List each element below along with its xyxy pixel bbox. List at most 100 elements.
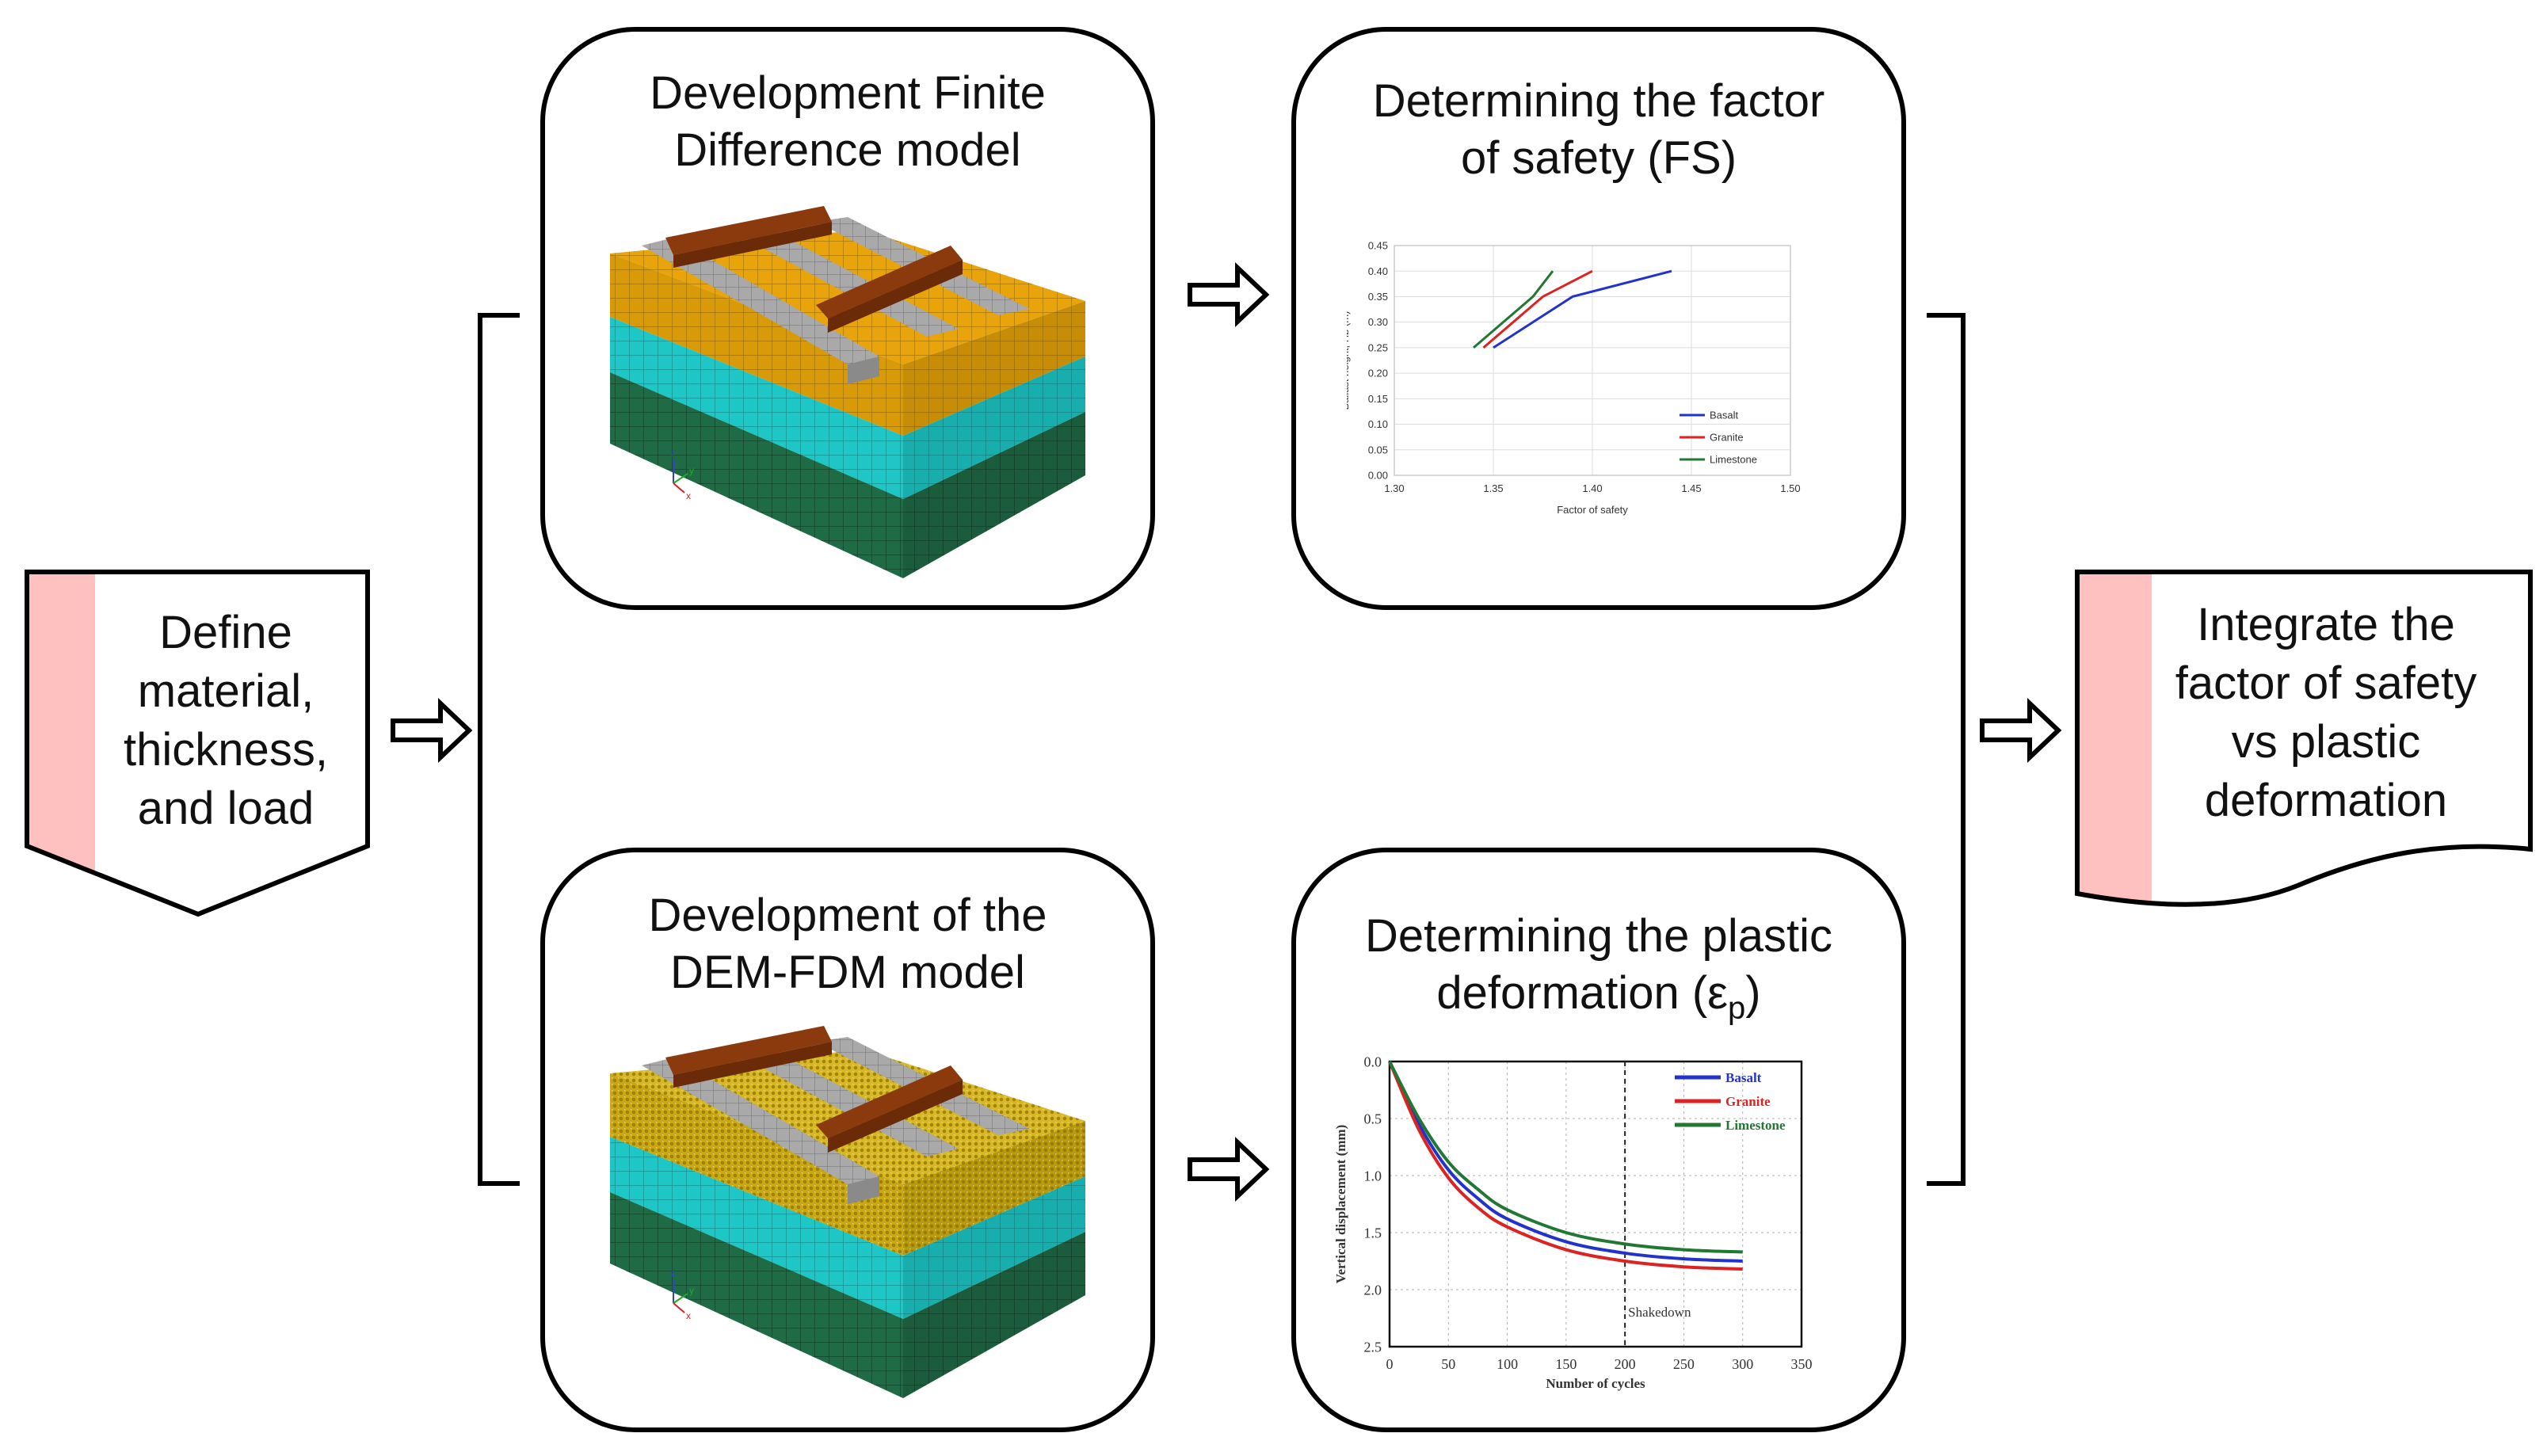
arrow-fdm-to-fs <box>1190 268 1266 322</box>
x-tick-label: 100 <box>1497 1356 1518 1372</box>
series-line-basalt <box>1493 269 1672 349</box>
output-box-text: Integrate the factor of safety vs plasti… <box>2152 596 2500 830</box>
demfdm-title-line-2: DEM-FDM model <box>670 947 1025 998</box>
y-tick-label: 0.5 <box>1364 1111 1382 1126</box>
pd-title-suffix: ) <box>1745 967 1761 1019</box>
x-tick-label: 1.50 <box>1780 482 1800 494</box>
fs-title-line-2: of safety (FS) <box>1460 132 1737 184</box>
y-tick-label: 0.10 <box>1368 418 1388 430</box>
x-tick-label: 1.30 <box>1384 482 1404 494</box>
arrow-input-to-bracket <box>393 703 469 757</box>
x-tick-label: 150 <box>1555 1356 1577 1372</box>
pd-title-prefix: deformation (ε <box>1436 967 1728 1019</box>
y-tick-label: 0.0 <box>1364 1054 1382 1069</box>
legend-label: Basalt <box>1710 410 1739 421</box>
x-axis-label: Factor of safety <box>1557 504 1628 516</box>
y-tick-label: 0.15 <box>1368 393 1388 405</box>
demfdm-axis-y: y <box>689 1285 694 1296</box>
output-line-1: Integrate the <box>2197 599 2455 650</box>
series-line-limestone <box>1473 270 1554 349</box>
demfdm-sleeper-1 <box>665 1026 832 1075</box>
series-line-basalt <box>1388 1061 1743 1263</box>
x-tick-label: 0 <box>1386 1356 1394 1372</box>
input-box-outline <box>25 570 370 917</box>
output-line-2: factor of safety <box>2175 657 2477 709</box>
fdm-title-line-1: Development Finite <box>650 67 1046 119</box>
series-line-limestone <box>1388 1061 1743 1254</box>
fdm-model-title: Development Finite Difference model <box>545 65 1150 179</box>
right-bracket <box>1927 313 1966 1186</box>
arrow-bracket-to-output <box>1982 703 2058 757</box>
y-tick-label: 0.20 <box>1368 368 1388 379</box>
fs-box: Determining the factor of safety (FS) <box>1291 27 1906 610</box>
fs-title-line-1: Determining the factor <box>1372 75 1825 127</box>
fdm-sleeper-2 <box>816 246 963 318</box>
series-line-granite <box>1482 269 1593 349</box>
input-line-2: material, <box>137 665 315 717</box>
fdm-axes-triad: z y x <box>670 448 694 501</box>
left-bracket <box>478 313 520 1186</box>
pd-title-sub: p <box>1728 990 1746 1026</box>
pd-title: Determining the plastic deformation (εp) <box>1296 908 1901 1037</box>
fdm-axis-x: x <box>686 490 691 501</box>
plot-frame <box>1394 245 1791 476</box>
fs-title: Determining the factor of safety (FS) <box>1296 73 1901 187</box>
legend-label: Limestone <box>1710 454 1757 466</box>
series-line-granite <box>1388 1061 1743 1271</box>
x-tick-label: 300 <box>1732 1356 1753 1372</box>
y-tick-label: 1.0 <box>1364 1168 1382 1183</box>
pd-box: Determining the plastic deformation (εp) <box>1291 848 1906 1432</box>
x-axis-label: Number of cycles <box>1546 1376 1645 1391</box>
x-tick-label: 350 <box>1791 1356 1813 1372</box>
demfdm-axes-triad: z y x <box>670 1267 694 1321</box>
y-tick-label: 0.05 <box>1368 444 1388 455</box>
legend-label: Granite <box>1725 1094 1771 1109</box>
output-line-3: vs plastic <box>2231 716 2421 768</box>
demfdm-sleeper-2 <box>816 1065 963 1138</box>
input-line-4: and load <box>137 783 315 834</box>
y-tick-label: 2.5 <box>1364 1339 1382 1355</box>
demfdm-axis-z: z <box>670 1267 675 1279</box>
x-tick-label: 1.45 <box>1681 482 1701 494</box>
shakedown-label: Shakedown <box>1628 1305 1691 1320</box>
input-box-stripe <box>27 572 95 871</box>
output-box-stripe <box>2077 572 2152 903</box>
pd-title-line-1: Determining the plastic <box>1365 910 1832 962</box>
y-tick-label: 0.00 <box>1368 470 1388 482</box>
pd-title-line-2: deformation (εp) <box>1296 965 1901 1037</box>
input-line-3: thickness, <box>124 724 328 776</box>
y-axis-label: Ballast height, Hb (m) <box>1347 311 1351 410</box>
fdm-sleeper-1 <box>665 206 832 255</box>
plot-frame <box>1388 1060 1803 1348</box>
y-tick-label: 0.35 <box>1368 291 1388 303</box>
legend-label: Limestone <box>1725 1118 1786 1133</box>
demfdm-axis-x: x <box>686 1310 691 1321</box>
demfdm-title-line-1: Development of the <box>648 890 1047 941</box>
legend-label: Basalt <box>1725 1070 1762 1085</box>
demfdm-model-illustration: z y x <box>610 1026 1085 1398</box>
y-tick-label: 0.30 <box>1368 316 1388 328</box>
output-line-4: deformation <box>2204 775 2448 826</box>
input-box-text: Define material, thickness, and load <box>95 604 357 838</box>
y-tick-label: 0.40 <box>1368 265 1388 277</box>
arrow-demfdm-to-pd <box>1190 1142 1266 1196</box>
demfdm-model-title: Development of the DEM-FDM model <box>545 887 1150 1001</box>
fdm-axis-z: z <box>670 448 675 459</box>
y-tick-label: 0.45 <box>1368 240 1388 252</box>
fdm-title-line-2: Difference model <box>674 124 1021 176</box>
x-tick-label: 250 <box>1673 1356 1695 1372</box>
y-tick-label: 0.25 <box>1368 341 1388 353</box>
x-tick-label: 1.40 <box>1582 482 1602 494</box>
fdm-axis-y: y <box>689 465 694 476</box>
fdm-model-illustration: z y x <box>610 206 1085 578</box>
y-axis-label: Vertical displacement (mm) <box>1333 1125 1348 1284</box>
output-box-outline <box>2075 570 2533 907</box>
legend-label: Granite <box>1710 432 1744 444</box>
x-tick-label: 1.35 <box>1483 482 1503 494</box>
input-line-1: Define <box>159 607 292 658</box>
x-tick-label: 50 <box>1441 1356 1455 1372</box>
